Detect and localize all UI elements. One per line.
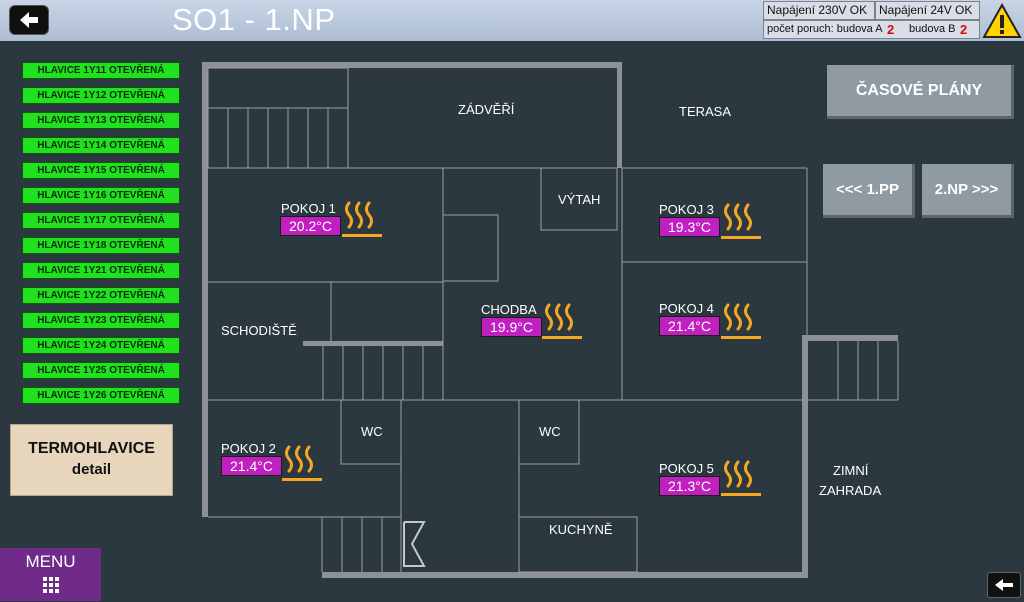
- valve-status-item: HLAVICE 1Y25 OTEVŘENÁ: [22, 362, 180, 379]
- back-arrow-icon: [995, 579, 1013, 591]
- valve-status-item: HLAVICE 1Y11 OTEVŘENÁ: [22, 62, 180, 79]
- heating-icon: [720, 201, 762, 250]
- valve-status-item: HLAVICE 1Y13 OTEVŘENÁ: [22, 112, 180, 129]
- back-arrow-icon: [20, 12, 38, 28]
- room-label-kuchyne: KUCHYNĚ: [549, 522, 613, 537]
- temperature-value: 21.4°C: [221, 456, 282, 476]
- temperature-value: 19.9°C: [481, 317, 542, 337]
- status-panel: Napájení 230V OK Napájení 24V OK počet p…: [763, 1, 980, 39]
- room-label-vytah: VÝTAH: [558, 192, 600, 207]
- room-label-terasa: TERASA: [679, 104, 731, 119]
- valve-status-item: HLAVICE 1Y22 OTEVŘENÁ: [22, 287, 180, 304]
- termohlavice-detail-button[interactable]: TERMOHLAVICE detail: [10, 424, 173, 496]
- room-name: CHODBA: [481, 302, 537, 317]
- warning-triangle-icon[interactable]: [982, 2, 1022, 39]
- valve-status-item: HLAVICE 1Y21 OTEVŘENÁ: [22, 262, 180, 279]
- room-pokoj-3[interactable]: POKOJ 3 19.3°C: [659, 202, 720, 237]
- page-title: SO1 - 1.NP: [172, 2, 336, 37]
- valve-status-item: HLAVICE 1Y23 OTEVŘENÁ: [22, 312, 180, 329]
- valve-status-item: HLAVICE 1Y18 OTEVŘENÁ: [22, 237, 180, 254]
- heating-icon: [341, 199, 383, 248]
- room-label-zadveri: ZÁDVĚŘÍ: [458, 102, 515, 117]
- room-label-schodiste: SCHODIŠTĚ: [221, 323, 297, 338]
- valve-status-item: HLAVICE 1Y14 OTEVŘENÁ: [22, 137, 180, 154]
- room-pokoj-1[interactable]: POKOJ 1 20.2°C: [280, 201, 341, 236]
- room-pokoj-4[interactable]: POKOJ 4 21.4°C: [659, 301, 720, 336]
- room-label-wc: WC: [539, 424, 561, 439]
- valve-status-item: HLAVICE 1Y17 OTEVŘENÁ: [22, 212, 180, 229]
- time-schedules-button[interactable]: ČASOVÉ PLÁNY: [827, 65, 1014, 119]
- room-pokoj-2[interactable]: POKOJ 2 21.4°C: [221, 441, 282, 476]
- faults-building-b-label: budova B: [909, 23, 956, 35]
- valve-status-item: HLAVICE 1Y26 OTEVŘENÁ: [22, 387, 180, 404]
- room-label-zahrada: ZAHRADA: [819, 483, 881, 498]
- valve-status-item: HLAVICE 1Y15 OTEVŘENÁ: [22, 162, 180, 179]
- room-label-zimni: ZIMNÍ: [833, 463, 869, 478]
- room-chodba[interactable]: CHODBA 19.9°C: [481, 302, 542, 337]
- faults-building-a-count: 2: [887, 22, 895, 37]
- next-floor-button[interactable]: 2.NP >>>: [922, 164, 1014, 218]
- room-name: POKOJ 1: [281, 201, 336, 216]
- heating-icon: [281, 443, 323, 492]
- detail-label: detail: [71, 461, 112, 478]
- room-label-wc: WC: [361, 424, 383, 439]
- power-230v-status: Napájení 230V OK: [763, 1, 875, 20]
- heating-icon: [720, 301, 762, 350]
- faults-building-a-label: počet poruch: budova A: [767, 23, 883, 35]
- termohlavice-label: TERMOHLAVICE: [28, 440, 155, 457]
- temperature-value: 21.3°C: [659, 476, 720, 496]
- prev-floor-button[interactable]: <<< 1.PP: [823, 164, 915, 218]
- fault-count-row: počet poruch: budova A 2 budova B 2: [763, 20, 980, 39]
- room-name: POKOJ 2: [221, 441, 276, 456]
- temperature-value: 21.4°C: [659, 316, 720, 336]
- temperature-value: 19.3°C: [659, 217, 720, 237]
- heating-icon: [720, 458, 762, 507]
- valve-status-item: HLAVICE 1Y16 OTEVŘENÁ: [22, 187, 180, 204]
- room-pokoj-5[interactable]: POKOJ 5 21.3°C: [659, 461, 720, 496]
- room-name: POKOJ 4: [659, 301, 714, 316]
- valve-status-item: HLAVICE 1Y24 OTEVŘENÁ: [22, 337, 180, 354]
- room-name: POKOJ 3: [659, 202, 714, 217]
- back-small-button[interactable]: [987, 572, 1021, 598]
- menu-label: MENU: [25, 552, 76, 571]
- temperature-value: 20.2°C: [280, 216, 341, 236]
- menu-button[interactable]: MENU: [0, 548, 101, 601]
- valve-status-item: HLAVICE 1Y12 OTEVŘENÁ: [22, 87, 180, 104]
- back-button[interactable]: [9, 5, 49, 35]
- power-24v-status: Napájení 24V OK: [875, 1, 980, 20]
- grid-menu-icon: [42, 577, 59, 593]
- heating-icon: [541, 301, 583, 350]
- faults-building-b-count: 2: [960, 22, 968, 37]
- room-name: POKOJ 5: [659, 461, 714, 476]
